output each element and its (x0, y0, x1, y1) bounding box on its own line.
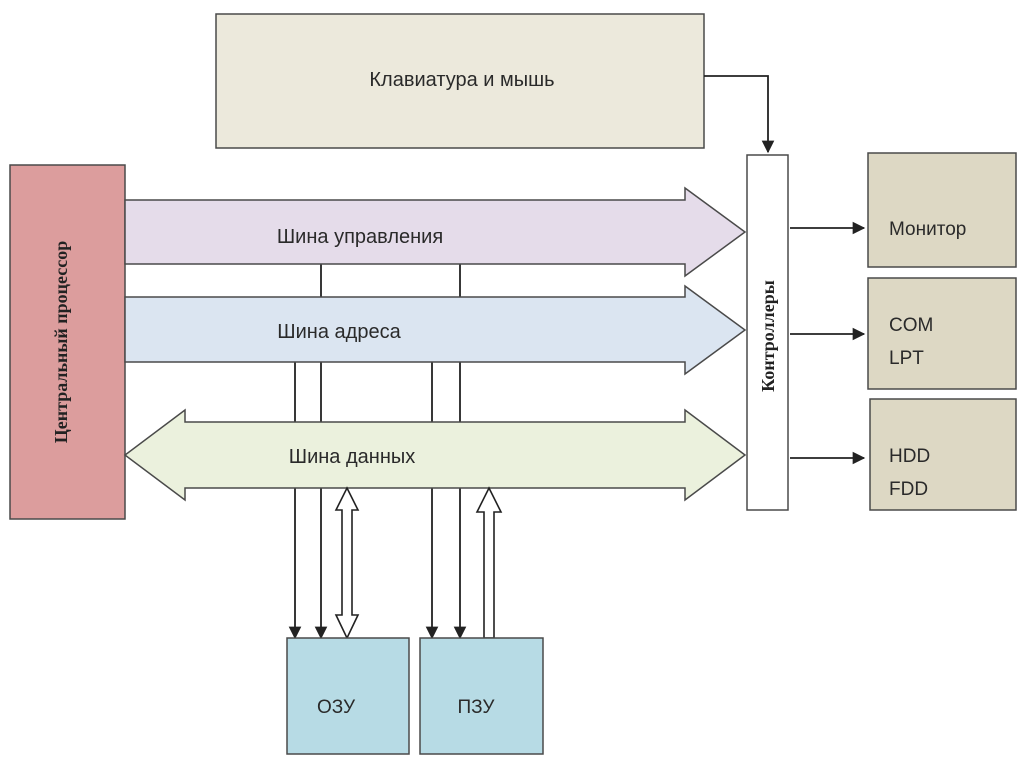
keyboard-to-controllers-arrow (704, 75, 775, 154)
monitor-box (867, 152, 1017, 268)
control-bus-label: Шина управления (277, 226, 443, 248)
ram-block: ОЗУ (286, 637, 410, 755)
controllers-box (746, 154, 789, 511)
monitor-block: Монитор (867, 152, 1017, 268)
monitor-label: Монитор (889, 219, 966, 240)
drives-hdd-label: HDD (889, 446, 930, 467)
memory-data-arrows (334, 486, 503, 640)
rom-block: ПЗУ (419, 637, 544, 755)
control-bus: Шина управления (124, 186, 747, 278)
ports-lpt-label: LPT (889, 348, 924, 369)
controllers-block: Контроллеры (746, 154, 789, 511)
drives-box (869, 398, 1017, 511)
controllers-label: Контроллеры (758, 280, 778, 392)
data-bus-arrow (123, 408, 747, 502)
keyboard-mouse-box (215, 13, 705, 149)
memory-connectors (288, 264, 467, 640)
address-bus-label: Шина адреса (277, 321, 401, 343)
cpu-block: Центральный процессор (9, 164, 126, 520)
ram-label: ОЗУ (317, 697, 356, 718)
cpu-label: Центральный процессор (51, 241, 71, 443)
cpu-box (9, 164, 126, 520)
rom-box (419, 637, 544, 755)
data-bus-label: Шина данных (289, 446, 415, 468)
address-bus: Шина адреса (124, 284, 747, 376)
address-bus-arrow (124, 284, 747, 376)
rom-label: ПЗУ (458, 697, 496, 718)
peripheral-connectors (790, 221, 866, 465)
ram-box (286, 637, 410, 755)
drives-fdd-label: FDD (889, 479, 928, 500)
control-bus-arrow (124, 186, 747, 278)
keyboard-mouse-label: Клавиатура и мышь (369, 69, 554, 91)
drives-block: HDD FDD (869, 398, 1017, 511)
ports-com-label: COM (889, 315, 933, 336)
keyboard-mouse-block: Клавиатура и мышь (215, 13, 705, 149)
data-bus: Шина данных (123, 408, 747, 502)
rom-data-up-arrow (475, 486, 503, 639)
ports-block: COM LPT (867, 277, 1017, 390)
ports-box (867, 277, 1017, 390)
ram-data-double-arrow (334, 486, 360, 640)
